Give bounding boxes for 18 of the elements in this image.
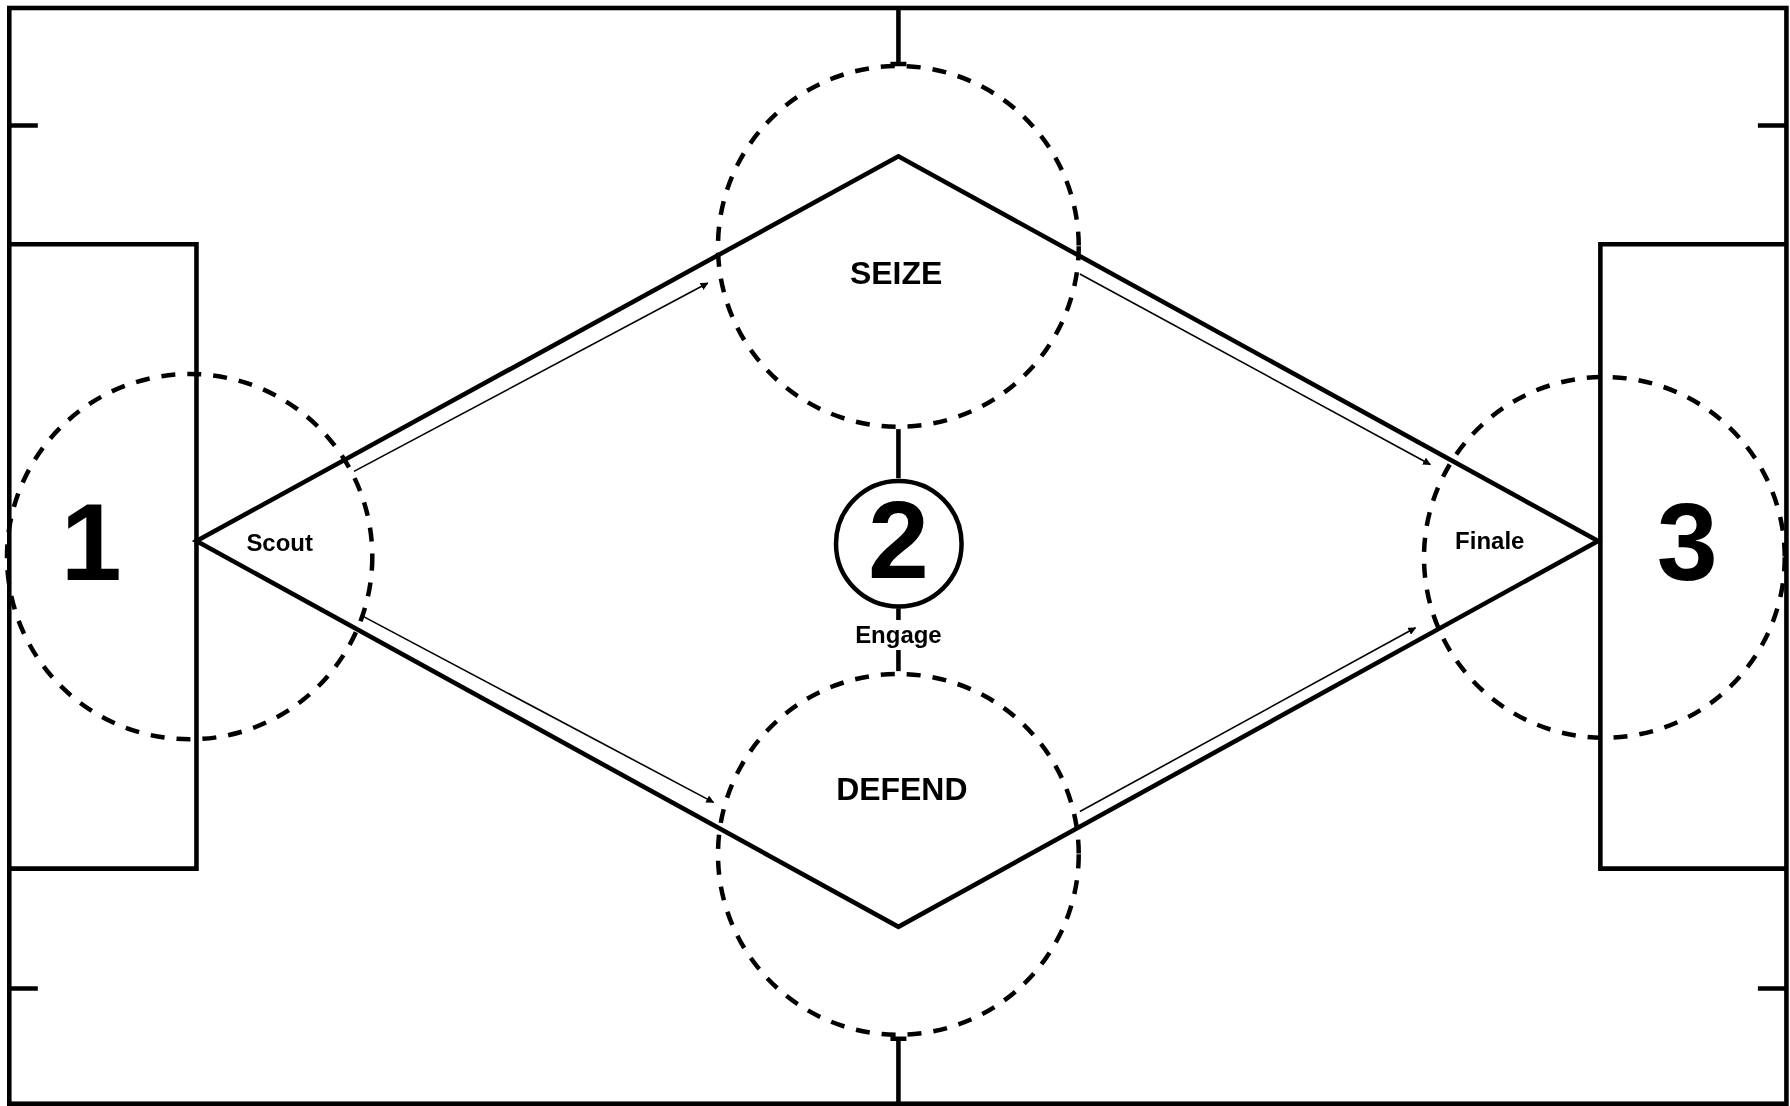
dashed-zone-circle xyxy=(715,670,1082,1038)
arrow xyxy=(1079,626,1417,813)
arrow xyxy=(353,282,709,473)
arrow xyxy=(362,615,715,804)
zone-number: 3 xyxy=(1656,488,1718,599)
dashed-zone-circle xyxy=(1420,373,1788,741)
zone-number: 1 xyxy=(60,488,122,599)
zone-label: Scout xyxy=(246,531,313,556)
zone-number: 2 xyxy=(867,486,929,596)
connector-line xyxy=(896,429,901,479)
zone-caption: Engage xyxy=(853,619,944,650)
zone-label: DEFEND xyxy=(836,774,968,806)
zone-label: Finale xyxy=(1455,529,1525,554)
zone-label: SEIZE xyxy=(849,258,943,290)
arrow xyxy=(1079,273,1432,466)
numbered-circle xyxy=(832,477,965,610)
dashed-zone-circle xyxy=(3,371,376,743)
dashed-zone-circle xyxy=(715,63,1082,430)
